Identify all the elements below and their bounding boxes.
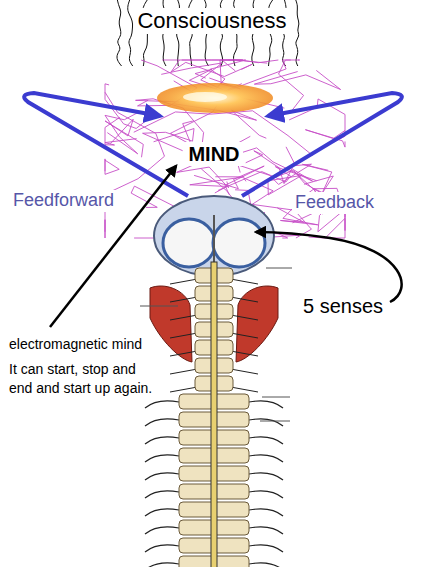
feedback-arrow — [242, 93, 402, 196]
title-label: Consciousness — [134, 8, 289, 34]
mind-note: electromagnetic mind — [6, 336, 145, 353]
feedforward-label: Feedforward — [10, 190, 117, 212]
brain-lobe — [213, 219, 265, 267]
brain-fissure — [213, 215, 215, 262]
feedback-label: Feedback — [292, 192, 377, 214]
senses-label: 5 senses — [300, 294, 386, 318]
neck-muscle — [150, 286, 192, 362]
mind-glow — [157, 83, 273, 113]
neck-muscle — [236, 286, 278, 362]
spinal-column — [145, 262, 283, 567]
consciousness-lines — [117, 0, 299, 66]
brain-lobe — [163, 219, 215, 267]
mind-note: It can start, stop and end and start up … — [6, 360, 162, 398]
senses-arrow — [256, 232, 402, 302]
mind-glow-core — [183, 92, 227, 102]
mind-label: MIND — [185, 142, 242, 166]
leader-lines — [140, 268, 292, 421]
